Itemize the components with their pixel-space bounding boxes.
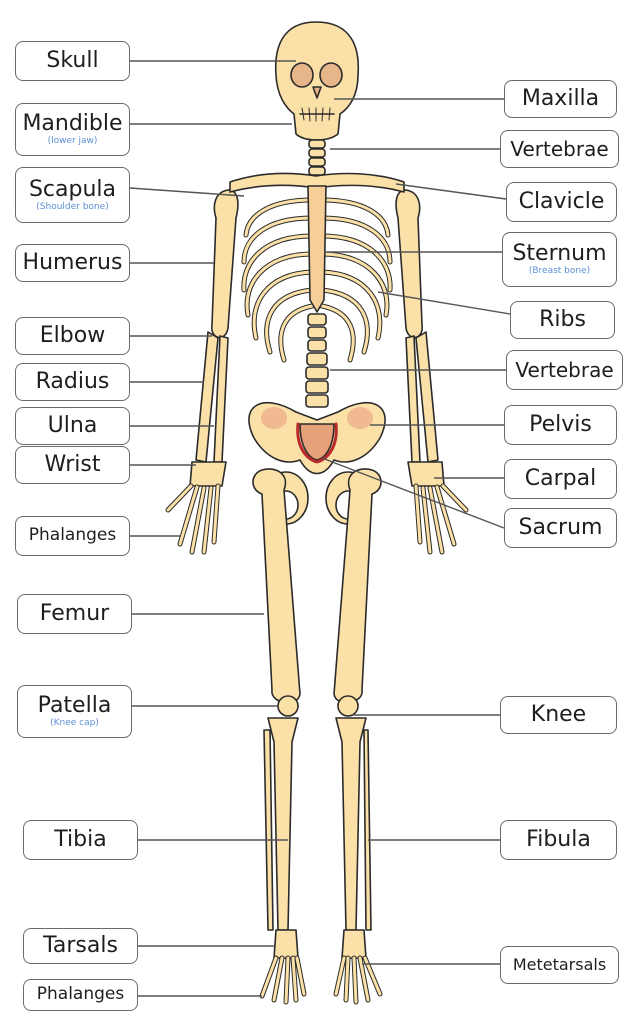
label-sacrum: Sacrum bbox=[504, 508, 617, 548]
label-patella: Patella (Knee cap) bbox=[17, 685, 132, 738]
label-scapula-sub: (Shoulder bone) bbox=[36, 203, 108, 212]
label-patella-text: Patella bbox=[38, 694, 112, 717]
hands bbox=[168, 462, 466, 552]
feet bbox=[274, 930, 366, 958]
label-clavicle-text: Clavicle bbox=[519, 190, 605, 213]
label-sternum-text: Sternum bbox=[512, 242, 606, 265]
label-humerus: Humerus bbox=[15, 244, 130, 282]
label-skull: Skull bbox=[15, 41, 130, 81]
label-elbow: Elbow bbox=[15, 317, 130, 355]
leader-ribs bbox=[378, 292, 510, 314]
label-metatarsals: Metetarsals bbox=[500, 946, 619, 984]
label-vertebrae-upper: Vertebrae bbox=[500, 130, 619, 168]
label-skull-text: Skull bbox=[46, 49, 98, 72]
label-pelvis-text: Pelvis bbox=[529, 413, 592, 436]
lumbar-vertebrae bbox=[306, 314, 328, 407]
label-carpal: Carpal bbox=[504, 459, 617, 499]
label-tarsals: Tarsals bbox=[23, 928, 138, 964]
label-knee-text: Knee bbox=[531, 703, 586, 726]
label-vertebrae-lower-text: Vertebrae bbox=[515, 360, 613, 381]
label-vertebrae-upper-text: Vertebrae bbox=[510, 139, 608, 160]
label-sacrum-text: Sacrum bbox=[519, 516, 603, 539]
label-carpal-text: Carpal bbox=[525, 467, 596, 490]
label-sternum-sub: (Breast bone) bbox=[529, 267, 590, 276]
label-mandible: Mandible (lower jaw) bbox=[15, 103, 130, 156]
label-humerus-text: Humerus bbox=[23, 251, 123, 274]
label-vertebrae-lower: Vertebrae bbox=[506, 350, 623, 390]
label-knee: Knee bbox=[500, 696, 617, 734]
label-wrist-text: Wrist bbox=[44, 453, 100, 476]
label-ulna: Ulna bbox=[15, 407, 130, 445]
label-elbow-text: Elbow bbox=[40, 324, 105, 347]
label-phalanges-foot: Phalanges bbox=[23, 979, 138, 1011]
lower-leg-bones bbox=[264, 718, 371, 930]
label-phalanges-hand: Phalanges bbox=[15, 516, 130, 556]
label-tibia: Tibia bbox=[23, 820, 138, 860]
label-patella-sub: (Knee cap) bbox=[50, 719, 99, 728]
label-radius: Radius bbox=[15, 363, 130, 401]
label-femur: Femur bbox=[17, 594, 132, 634]
label-wrist: Wrist bbox=[15, 446, 130, 484]
label-scapula-text: Scapula bbox=[29, 178, 116, 201]
label-clavicle: Clavicle bbox=[506, 182, 617, 222]
label-phalanges-foot-text: Phalanges bbox=[37, 986, 124, 1004]
sternum-bone bbox=[308, 186, 326, 312]
label-scapula: Scapula (Shoulder bone) bbox=[15, 167, 130, 223]
label-femur-text: Femur bbox=[40, 602, 109, 625]
label-phalanges-hand-text: Phalanges bbox=[29, 527, 116, 545]
label-fibula-text: Fibula bbox=[526, 828, 591, 851]
label-mandible-sub: (lower jaw) bbox=[48, 137, 98, 146]
label-sternum: Sternum (Breast bone) bbox=[502, 232, 617, 287]
label-metatarsals-text: Metetarsals bbox=[513, 957, 606, 974]
patella-left bbox=[278, 696, 298, 716]
skull-bone bbox=[276, 22, 359, 140]
label-maxilla-text: Maxilla bbox=[522, 87, 599, 110]
cervical-vertebrae bbox=[309, 140, 325, 175]
label-pelvis: Pelvis bbox=[504, 405, 617, 445]
label-ulna-text: Ulna bbox=[48, 414, 98, 437]
label-tarsals-text: Tarsals bbox=[43, 934, 118, 957]
label-mandible-text: Mandible bbox=[22, 112, 122, 135]
femur-bones bbox=[253, 469, 381, 703]
patella-right bbox=[338, 696, 358, 716]
label-ribs: Ribs bbox=[510, 301, 615, 339]
label-ribs-text: Ribs bbox=[539, 308, 586, 331]
label-tibia-text: Tibia bbox=[54, 828, 106, 851]
label-maxilla: Maxilla bbox=[504, 80, 617, 118]
label-radius-text: Radius bbox=[36, 370, 110, 393]
label-fibula: Fibula bbox=[500, 820, 617, 860]
